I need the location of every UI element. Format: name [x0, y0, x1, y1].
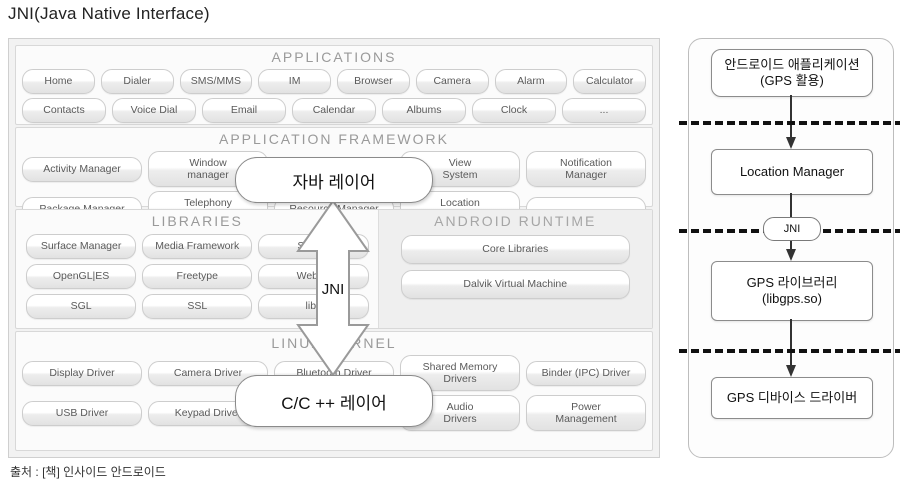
stack-item: Power Management [526, 395, 646, 432]
stack-row: Home Dialer SMS/MMS IM Browser Camera Al… [22, 69, 646, 94]
layer-divider-dashed [679, 349, 900, 353]
stack-layer-linux-kernel: LINUX KERNEL Display Driver Camera Drive… [15, 331, 653, 451]
android-stack-diagram: APPLICATIONS Home Dialer SMS/MMS IM Brow… [8, 38, 660, 458]
android-runtime-column: ANDROID RUNTIME Core Libraries Dalvik Vi… [377, 210, 652, 328]
stack-item: WebKit [258, 264, 369, 289]
source-note: 출처 : [책] 인사이드 안드로이드 [10, 465, 166, 479]
gps-flow-diagram: 안드로이드 애플리케이션 (GPS 활용) Location Manager J… [679, 38, 900, 458]
jni-arrow-label: JNI [321, 281, 345, 298]
stack-item: Calendar [292, 98, 376, 123]
stack-item: Voice Dial [112, 98, 196, 123]
stack-item: SMS/MMS [179, 69, 253, 94]
stack-item: Camera Driver [148, 360, 268, 386]
native-layer-callout: C/C ++ 레이어 [235, 375, 433, 427]
stack-item: Camera [415, 69, 489, 94]
layer-title-applications: APPLICATIONS [271, 49, 397, 65]
stack-item: Core Libraries [400, 235, 630, 264]
stack-row: USB Driver Keypad Driver WiFi Driver Aud… [22, 395, 646, 432]
stack-item: Email [202, 98, 286, 123]
stack-item: SGL [26, 294, 137, 319]
flow-box-gps-device-driver: GPS 디바이스 드라이버 [711, 377, 873, 419]
stack-item: Activity Manager [22, 156, 142, 182]
stack-item: SSL [142, 294, 253, 319]
stack-item: OpenGL|ES [26, 264, 137, 289]
layer-title-android-runtime: ANDROID RUNTIME [434, 213, 597, 229]
layer-title-libraries: LIBRARIES [151, 213, 243, 229]
stack-row: Dalvik Virtual Machine [400, 270, 630, 299]
stack-item: Home [22, 69, 95, 94]
flow-box-android-application: 안드로이드 애플리케이션 (GPS 활용) [711, 49, 873, 97]
flow-box-location-manager: Location Manager [711, 149, 873, 195]
stack-item: IM [258, 69, 331, 94]
stack-row: OpenGL|ES Freetype WebKit [26, 264, 369, 289]
java-layer-callout: 자바 레이어 [235, 157, 433, 203]
stack-item: Freetype [142, 264, 253, 289]
stack-row: Core Libraries [400, 235, 630, 264]
stack-item: Contacts [22, 98, 106, 123]
stack-item: Clock [472, 98, 556, 123]
stack-layer-applications: APPLICATIONS Home Dialer SMS/MMS IM Brow… [15, 45, 653, 125]
layer-title-application-framework: APPLICATION FRAMEWORK [219, 131, 449, 147]
layer-divider-dashed [679, 121, 900, 125]
stack-item: Albums [382, 98, 466, 123]
flow-box-gps-library: GPS 라이브러리 (libgps.so) [711, 261, 873, 321]
jni-badge: JNI [763, 217, 821, 241]
stack-item: Binder (IPC) Driver [526, 360, 646, 386]
stack-item: Dialer [100, 69, 174, 94]
stack-item: ... [562, 98, 646, 123]
stack-item: Notification Manager [526, 151, 646, 188]
flow-arrow-down-icon [786, 319, 796, 377]
stack-item: USB Driver [22, 400, 142, 426]
stack-item: Media Framework [142, 234, 253, 259]
stack-item: Browser [337, 69, 410, 94]
flow-arrow-down-icon [786, 95, 796, 149]
stack-item: Alarm [494, 69, 568, 94]
stack-item: Display Driver [22, 360, 142, 386]
stack-item: Surface Manager [26, 234, 137, 259]
page-title: JNI(Java Native Interface) [8, 4, 210, 23]
stack-row: Contacts Voice Dial Email Calendar Album… [22, 98, 646, 123]
stack-item: Calculator [573, 69, 646, 94]
stack-item: Dalvik Virtual Machine [400, 270, 630, 299]
